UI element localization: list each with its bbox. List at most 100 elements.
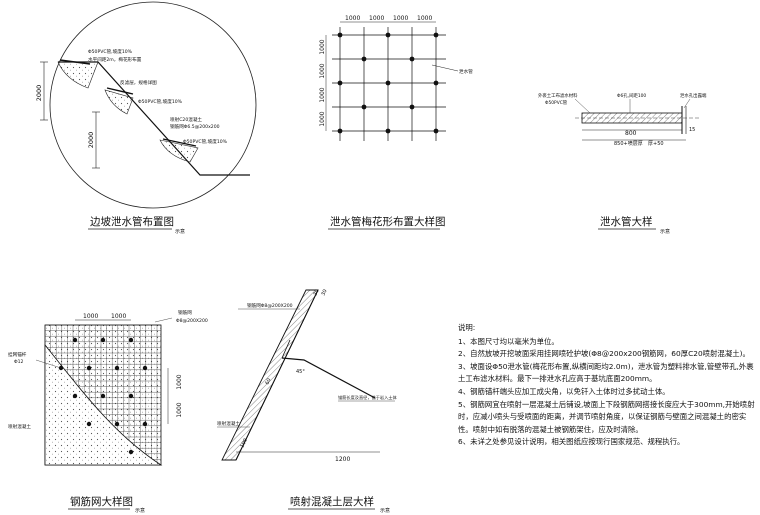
note-item-1: 1、本图尺寸均以毫米为单位。 — [458, 336, 559, 346]
mesh-label-spec: Φ8@200X200 — [176, 318, 208, 324]
pipe-dim-15: 15 — [689, 127, 695, 133]
plum-left-dim: 1000 — [319, 87, 326, 102]
plum-drain-dot — [433, 32, 439, 38]
slope-mound-3 — [159, 139, 199, 163]
mesh-anchor-dot — [100, 337, 106, 343]
slope-label-pipe-top: Φ50PVC管,坡度10% — [88, 48, 133, 55]
mesh-anchor-dot — [142, 365, 148, 371]
plum-drain-dot — [337, 128, 343, 134]
plum-drain-dot — [385, 32, 391, 38]
plum-top-dim: 1000 — [417, 15, 432, 22]
plum-top-dim: 1000 — [393, 15, 408, 22]
mesh-label-leader — [154, 317, 173, 323]
slope-layout-circle — [49, 1, 257, 209]
note-item-3: 3、坡面设Φ50泄水管(梅花形布置,纵横间距均2.0m)，泄水管为塑料排水管,管… — [458, 361, 754, 384]
mesh-anchor-dot — [114, 365, 120, 371]
shotcrete-layer — [221, 289, 319, 461]
note-item-5: 5、钢筋网宜在喷射一层混凝土后铺设,坡面上下段钢筋网搭接长度应大于300mm,开… — [458, 399, 755, 434]
plum-label-pipe: 泄水管 — [459, 68, 473, 75]
shotcrete-label-anchor: 锚筋长度及直径，锚于岩入土体 — [338, 394, 397, 401]
plum-layout-panel: 泄水管梅花形布置大样图 泄水管 1000 1000 1000 1000 1000 1000… — [319, 15, 473, 230]
shotcrete-dim-30b: 30 — [320, 289, 328, 297]
mesh-right-dim: 1000 — [176, 374, 183, 389]
plum-drain-dot — [337, 32, 343, 38]
shotcrete-dim-30a: 30 — [312, 289, 320, 297]
note-item-2: 2、自然放坡开挖坡面采用挂网喷砼护坡(Φ8@200x200钢筋网，60厚C20喷… — [458, 349, 750, 359]
plum-drain-dot — [361, 104, 367, 110]
plum-left-dim: 1000 — [319, 63, 326, 78]
shotcrete-scale-note: 示意 — [380, 507, 390, 514]
plum-top-dim: 1000 — [345, 15, 360, 22]
shotcrete-dim-1200: 1200 — [335, 456, 350, 463]
shotcrete-panel: 1200 30 30 60 45° 100 钢筋网Φ8@200X200 锚筋长度… — [217, 289, 397, 514]
mesh-detail-scale-note: 示意 — [135, 507, 145, 514]
pipe-label-pvc: Φ50PVC管 — [545, 99, 568, 106]
mesh-label-anchor-spec: Φ12 — [14, 359, 24, 365]
mesh-anchor-dot — [128, 449, 134, 455]
slope-label-spacing: 水平间距2m，梅花形布置 — [88, 56, 142, 63]
slope-layout-scale-note: 示意 — [175, 228, 185, 235]
slope-dim-2000-b: 2000 — [87, 132, 95, 149]
note-item-6: 6、未详之处参见设计说明，相关图纸应按现行国家规范、规程执行。 — [458, 437, 685, 447]
plum-drain-dot — [361, 56, 367, 62]
shotcrete-label-layer: 喷射混凝土 — [217, 420, 240, 427]
plum-top-dim: 1000 — [369, 15, 384, 22]
pipe-detail-title: 泄水管大样 — [600, 215, 653, 228]
shotcrete-title: 喷射混凝土层大样 — [290, 495, 374, 508]
plum-layout-title: 泄水管梅花形布置大样图 — [330, 215, 446, 228]
pipe-dim-total: 850+喷层厚 — [614, 140, 643, 147]
plum-drain-dot — [409, 104, 415, 110]
pipe-dim-800: 800 — [625, 130, 637, 137]
note-item-4: 4、钢筋锚杆端头应加工成尖角，以免钎入土体时过多扰动土体。 — [458, 386, 670, 396]
plum-drain-dot — [385, 80, 391, 86]
shotcrete-dim-45: 45° — [296, 369, 305, 375]
shotcrete-label-mesh: 钢筋网Φ8@200X200 — [247, 302, 293, 309]
plum-drain-dot — [433, 128, 439, 134]
slope-label-pipe-mid: Φ50PVC管,坡度10% — [138, 98, 183, 105]
mesh-face-texture — [45, 345, 161, 465]
mesh-label-anchor: 挂网锚杆 — [8, 351, 27, 358]
slope-layout-panel: 2000 2000 Φ50PVC管,坡度10% 水平间距2m，梅花形布置 反滤层… — [35, 1, 257, 235]
mesh-top-dim: 1000 — [111, 313, 126, 320]
plum-left-dim: 1000 — [319, 111, 326, 126]
mesh-anchor-dot — [100, 393, 106, 399]
pipe-detail-panel: 800 850+喷层厚 厚+50 15 外裹土工布滤水材料 Φ50PVC管 Φ6… — [538, 92, 707, 235]
slope-mound-2 — [104, 89, 134, 115]
slope-layout-title: 边坡泄水管布置图 — [90, 215, 174, 228]
slope-label-filter: 反滤层，规格详图 — [120, 79, 157, 86]
mesh-label-concrete: 喷射混凝土 — [8, 423, 31, 430]
mesh-anchor-dot — [114, 421, 120, 427]
plum-left-dim: 1000 — [319, 39, 326, 54]
mesh-detail-title: 钢筋网大样图 — [70, 495, 133, 508]
slope-label-pipe-low: Φ50PVC管,坡度10% — [183, 138, 228, 145]
plum-drain-dot — [409, 56, 415, 62]
shotcrete-dim-100: 100 — [239, 438, 249, 449]
mesh-anchor-dot — [72, 337, 78, 343]
slope-label-concrete: 喷射C20混凝土 — [170, 116, 202, 123]
mesh-anchor-dot — [128, 393, 134, 399]
slope-label-mesh: 钢筋网Φ6.5@200x200 — [170, 123, 220, 130]
pipe-dim-50: 厚+50 — [648, 141, 664, 147]
mesh-anchor-dot — [142, 421, 148, 427]
shotcrete-dim-60: 60 — [264, 378, 272, 386]
mesh-anchor-dot — [86, 365, 92, 371]
mesh-anchor-leader — [35, 359, 62, 369]
slope-dim-2000-a: 2000 — [35, 85, 43, 102]
notes-block: 说明: 1、本图尺寸均以毫米为单位。 2、自然放坡开挖坡面采用挂网喷砼护坡(Φ8… — [458, 322, 758, 449]
mesh-detail-panel: 钢筋网 Φ8@200X200 挂网锚杆 Φ12 喷射混凝土 钢筋网大样图 示意 … — [8, 309, 208, 514]
mesh-right-dim: 1000 — [176, 402, 183, 417]
notes-heading: 说明: — [458, 323, 476, 332]
pipe-detail-scale-note: 示意 — [660, 228, 670, 235]
plum-drain-dot — [433, 80, 439, 86]
mesh-label-mesh: 钢筋网 — [178, 309, 192, 316]
mesh-top-dim: 1000 — [83, 313, 98, 320]
mesh-anchor-dot — [86, 421, 92, 427]
mesh-anchor-dot — [72, 393, 78, 399]
plum-drain-dot — [337, 80, 343, 86]
pipe-label-outlet: 泄水孔出露端 — [680, 92, 707, 99]
pipe-label-hole: Φ6孔,间距100 — [617, 92, 646, 99]
plum-drain-dot — [385, 128, 391, 134]
anchor-bar — [281, 357, 376, 399]
mesh-anchor-dot — [128, 337, 134, 343]
